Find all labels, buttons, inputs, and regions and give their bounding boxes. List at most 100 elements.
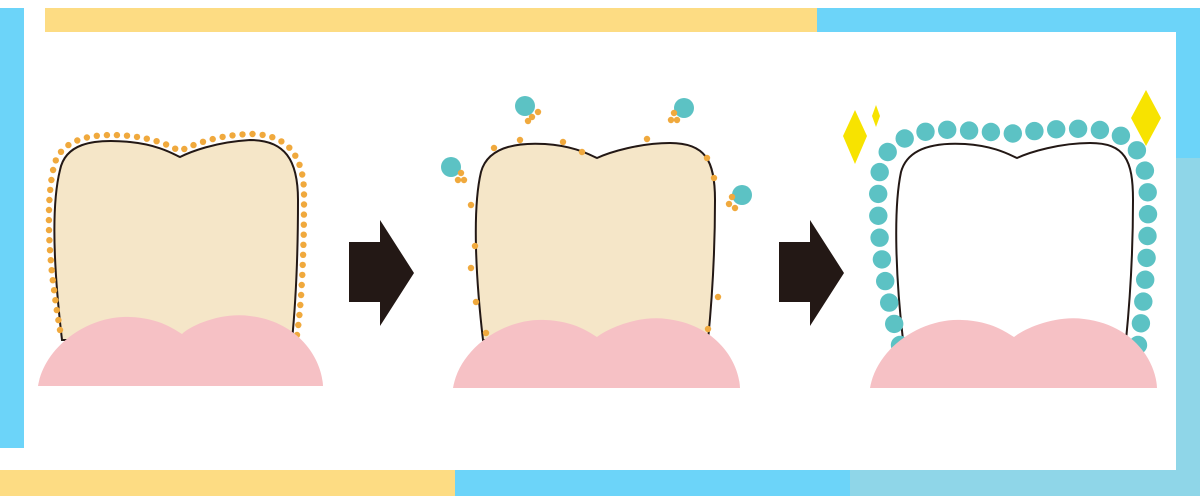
frame-bottom-blue	[455, 470, 850, 496]
coating-particle	[938, 120, 957, 139]
stain-particle	[47, 186, 54, 194]
stain-particle	[295, 321, 302, 329]
stain-particle	[457, 169, 465, 177]
coating-particle	[732, 185, 752, 205]
frame-bottom-yellow	[0, 470, 455, 496]
stain-particle	[454, 176, 462, 184]
stain-particle	[300, 231, 307, 238]
frame-left-blue	[0, 8, 24, 448]
stain-particle	[52, 297, 59, 304]
coating-particle	[885, 314, 904, 334]
stain-particle	[249, 130, 256, 138]
coating-particle-cluster	[725, 185, 752, 212]
stain-particle	[143, 135, 150, 142]
stain-particle	[278, 138, 285, 145]
stain-particle	[300, 241, 307, 248]
coating-particle	[1137, 248, 1156, 268]
stain-particle	[172, 145, 179, 152]
sparkle-icon	[843, 110, 867, 164]
stain-particle	[259, 131, 266, 139]
stain-particle	[667, 116, 675, 124]
stain-particle	[45, 226, 53, 234]
stain-particle	[181, 145, 188, 153]
panel-before	[38, 130, 323, 386]
gum	[453, 318, 740, 388]
stain-particle	[578, 148, 586, 156]
stain-particle	[300, 221, 307, 228]
stain-particle	[74, 137, 81, 144]
stain-particle	[209, 135, 216, 143]
stain-particle	[48, 267, 55, 274]
arrow-right-icon	[779, 220, 844, 326]
stain-particle	[299, 171, 306, 178]
stain-particle	[300, 211, 308, 218]
stain-particle	[704, 325, 712, 333]
stain-particle	[524, 117, 532, 125]
stain-particle	[162, 141, 170, 148]
stain-particle	[56, 326, 64, 334]
stain-particle	[703, 154, 711, 162]
stain-particle	[53, 306, 60, 314]
stain-particle	[472, 298, 480, 306]
stain-particle	[710, 174, 718, 182]
coating-particle	[1111, 126, 1131, 145]
coating-particle-cluster	[667, 98, 694, 124]
frame-bottom-lightblue	[850, 470, 1200, 496]
stain-particle	[239, 131, 246, 138]
stain-particle	[534, 108, 542, 116]
stain-particle	[49, 277, 56, 284]
stain-particle	[714, 293, 722, 301]
coating-particle	[872, 250, 892, 269]
stain-particle	[297, 301, 304, 309]
gum	[870, 318, 1157, 388]
coating-particle	[1134, 292, 1153, 311]
stain-particle	[731, 204, 739, 212]
stain-particle	[133, 133, 141, 141]
frame-right-lightblue	[1176, 158, 1200, 480]
coating-particle	[878, 142, 897, 162]
stain-particle	[297, 291, 305, 299]
coating-particle	[515, 96, 535, 116]
stain-particle	[123, 132, 131, 139]
stain-particle	[673, 116, 681, 124]
coating-particle	[981, 122, 1001, 142]
panel-during	[441, 96, 752, 388]
coating-particle	[959, 121, 979, 140]
coating-particle	[1068, 119, 1088, 138]
stain-particle-layer	[45, 130, 308, 339]
stain-particle	[52, 157, 59, 164]
coating-particle	[1127, 141, 1147, 160]
coating-particle	[870, 162, 889, 182]
coating-particle	[1138, 205, 1158, 224]
stain-particle	[728, 193, 736, 201]
coating-particle-cluster	[441, 157, 468, 184]
coating-particle	[441, 157, 461, 177]
gum	[38, 315, 323, 386]
coating-particle	[916, 122, 935, 141]
stain-particle	[93, 132, 101, 139]
coating-particle	[869, 206, 888, 225]
stain-particle	[482, 329, 490, 337]
stain-particle	[83, 134, 91, 141]
coating-particle	[880, 293, 899, 312]
stain-particle	[643, 135, 651, 143]
stain-particle	[46, 237, 53, 244]
coating-particle	[1138, 183, 1157, 202]
coating-particle	[1138, 226, 1157, 246]
stain-particle	[296, 161, 303, 168]
coating-particle	[1135, 161, 1155, 180]
coating-particle	[1003, 124, 1022, 143]
stain-particle-layer	[467, 135, 722, 337]
stain-particle	[269, 134, 276, 141]
coating-particle	[1025, 121, 1044, 141]
stain-particle	[47, 257, 54, 264]
stain-particle	[467, 264, 475, 272]
coating-particle	[1136, 270, 1155, 289]
stain-particle	[229, 132, 236, 139]
stain-particle	[298, 281, 305, 289]
stain-particle	[300, 191, 308, 198]
stain-particle	[300, 181, 307, 188]
coating-particle	[1090, 120, 1110, 140]
